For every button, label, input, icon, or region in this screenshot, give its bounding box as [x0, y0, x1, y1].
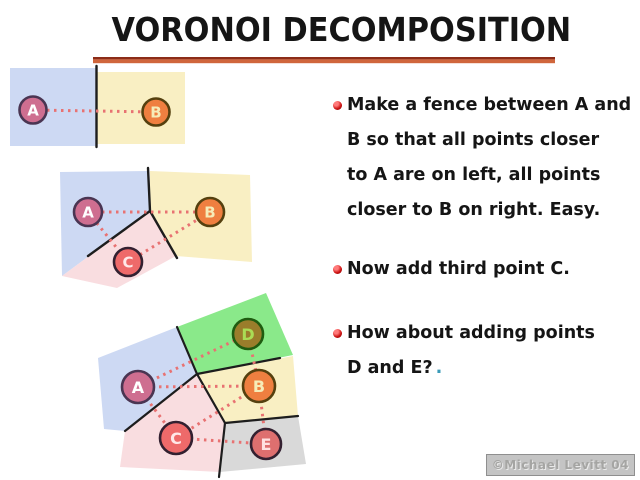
copyright-watermark: ©Michael Levitt 04 — [485, 454, 635, 476]
site-a-label: A — [82, 204, 94, 222]
underline-top-stripe — [93, 57, 555, 60]
region-a-blue — [60, 171, 150, 276]
red-bullet-icon — [333, 329, 342, 338]
bullet-text-line: B so that all points closer — [347, 130, 600, 150]
site-c-label: C — [170, 429, 182, 448]
voronoi-edge-ac — [123, 372, 199, 433]
title-underline — [93, 57, 555, 64]
site-c-label: C — [122, 254, 133, 272]
site-c-marker — [112, 246, 144, 278]
site-b-marker — [194, 196, 226, 228]
bullet-text-line: closer to B on right. Easy. — [347, 200, 601, 220]
site-a-label: A — [27, 102, 39, 120]
voronoi-edge-ab — [146, 166, 152, 213]
voronoi-edge-bc — [195, 372, 227, 425]
site-e-marker — [249, 427, 283, 461]
diagram-three-cells: A B C — [60, 166, 252, 288]
site-b-label: B — [150, 104, 161, 122]
page-title: VORONOI DECOMPOSITION — [111, 10, 572, 49]
site-a-label: A — [132, 378, 145, 397]
bullet-make-fence: Make a fence between A and B so that all… — [333, 88, 637, 228]
site-d-label: D — [241, 325, 254, 344]
red-bullet-icon — [333, 265, 342, 274]
site-b-marker — [241, 368, 277, 404]
bullet-text-line: Make a fence between A and — [347, 95, 632, 115]
region-c-pink — [62, 211, 176, 288]
site-c-marker — [158, 420, 194, 456]
site-b-marker — [141, 97, 171, 127]
voronoi-edge-ad — [175, 325, 199, 376]
delaunay-dotted-line-cb — [127, 210, 211, 264]
site-a-marker — [120, 369, 156, 405]
blue-period: . — [435, 358, 443, 378]
voronoi-edge-bc — [148, 209, 179, 260]
site-d-marker — [231, 317, 265, 351]
region-b-yellow — [97, 72, 185, 144]
bullet-text-line: How about adding points — [347, 323, 595, 343]
bullet-add-c: Now add third point C. — [333, 252, 637, 287]
bullet-text-line: to A are on left, all points — [347, 165, 601, 185]
voronoi-edge-ac — [86, 209, 152, 258]
bullet-add-d-e: How about adding points D and E?. — [333, 316, 637, 386]
red-bullet-icon — [333, 101, 342, 110]
delaunay-dotted-line-be — [257, 385, 268, 445]
site-b-label: B — [204, 204, 215, 222]
site-e-label: E — [261, 435, 272, 454]
diagram-five-cells: D A B C E — [98, 293, 306, 479]
diagram-two-cells: A B — [10, 64, 185, 149]
site-a-marker — [18, 95, 48, 125]
notes-column: Make a fence between A and B so that all… — [333, 88, 637, 386]
bullet-text-line: D and E?. — [347, 351, 637, 386]
voronoi-edge-be — [223, 414, 300, 425]
bullet-text-line: Now add third point C. — [347, 259, 570, 279]
voronoi-edge-db — [195, 356, 282, 376]
voronoi-edge-ce — [217, 421, 227, 479]
site-a-marker — [72, 196, 104, 228]
site-b-label: B — [253, 377, 265, 396]
bullet-text: D and E? — [347, 358, 433, 378]
underline-bottom-stripe — [93, 59, 555, 64]
